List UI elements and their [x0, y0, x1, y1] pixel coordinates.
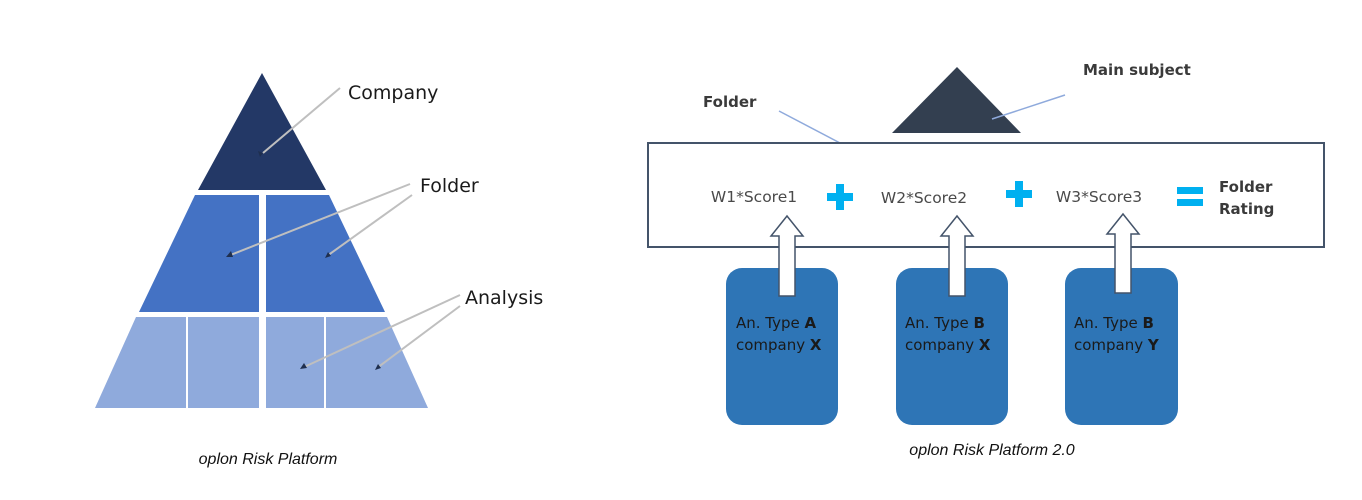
box-3-type-prefix: An. Type: [1074, 314, 1143, 332]
leader-analysis-2: [376, 305, 461, 369]
box-2-company-prefix: company: [905, 336, 979, 354]
label-company: Company: [348, 82, 438, 104]
arrowhead-icon: [258, 151, 263, 157]
leader-analysis-1: [301, 294, 461, 369]
box-2-company-code: X: [979, 336, 991, 354]
term-2: W2*Score2: [881, 189, 967, 207]
leader-main-subject: [991, 94, 1066, 120]
box-3-type-code: B: [1143, 314, 1154, 332]
arrowhead-icon: [375, 364, 381, 370]
caption-platform-2: oplon Risk Platform 2.0: [909, 442, 1075, 459]
svg-text:An. Type A: An. Type A: [736, 314, 817, 332]
pyramid-tier-folder-left: [139, 195, 259, 312]
platform2-diagram: Main subject Folder W1*Score1 W2*Score2 …: [647, 61, 1325, 459]
box-3-company-prefix: company: [1074, 336, 1148, 354]
analysis-box-2: An. Type B company X: [896, 268, 1008, 425]
pyramid-tier-folder-right: [266, 195, 385, 312]
term-1: W1*Score1: [711, 188, 797, 206]
label-folder: Folder: [420, 175, 479, 197]
operators: [827, 181, 1203, 210]
svg-text:company X: company X: [905, 336, 991, 354]
leader-folder-1: [227, 183, 411, 257]
plus-icon: [827, 184, 853, 210]
pyramid-tier-company: [198, 73, 326, 190]
equals-icon: [1177, 187, 1203, 206]
up-arrows: [769, 212, 1141, 297]
up-arrow-icon: [939, 214, 975, 297]
term-3: W3*Score3: [1056, 188, 1142, 206]
leader-folder-2: [326, 194, 413, 257]
box-2-type-prefix: An. Type: [905, 314, 974, 332]
svg-text:company Y: company Y: [1074, 336, 1160, 354]
label-folder-2: Folder: [703, 93, 757, 111]
arrowhead-icon: [325, 252, 331, 258]
svg-text:An. Type B: An. Type B: [1074, 314, 1154, 332]
svg-text:company X: company X: [736, 336, 822, 354]
up-arrow-icon: [1105, 212, 1141, 294]
label-main-subject: Main subject: [1083, 61, 1191, 79]
analysis-box-3: An. Type B company Y: [1065, 268, 1178, 425]
box-2-type-code: B: [974, 314, 985, 332]
pyramid-tier-analysis-left: [95, 317, 259, 408]
up-arrow-icon: [769, 214, 805, 297]
result-label-line2: Rating: [1219, 200, 1274, 218]
arrowhead-icon: [300, 363, 307, 369]
box-1-type-prefix: An. Type: [736, 314, 805, 332]
result-label-line1: Folder: [1219, 178, 1273, 196]
plus-icon: [1006, 181, 1032, 207]
leader-company: [262, 87, 341, 154]
main-subject-triangle: [892, 67, 1021, 133]
pyramid-leader-lines: [227, 87, 461, 369]
box-1-type-code: A: [805, 314, 817, 332]
box-1-company-prefix: company: [736, 336, 810, 354]
pyramid-diagram: Company Folder Analysis oplon Risk Platf…: [95, 73, 543, 468]
pyramid-tier-analysis-right: [266, 317, 428, 408]
arrowhead-icon: [226, 251, 233, 257]
pyramid-arrowheads: [226, 151, 381, 370]
box-1-company-code: X: [810, 336, 822, 354]
box-3-company-code: Y: [1147, 336, 1160, 354]
label-analysis: Analysis: [465, 287, 543, 309]
folder-frame: [647, 142, 1325, 248]
caption-platform: oplon Risk Platform: [199, 451, 338, 468]
svg-text:An. Type B: An. Type B: [905, 314, 985, 332]
analysis-box-1: An. Type A company X: [726, 268, 838, 425]
